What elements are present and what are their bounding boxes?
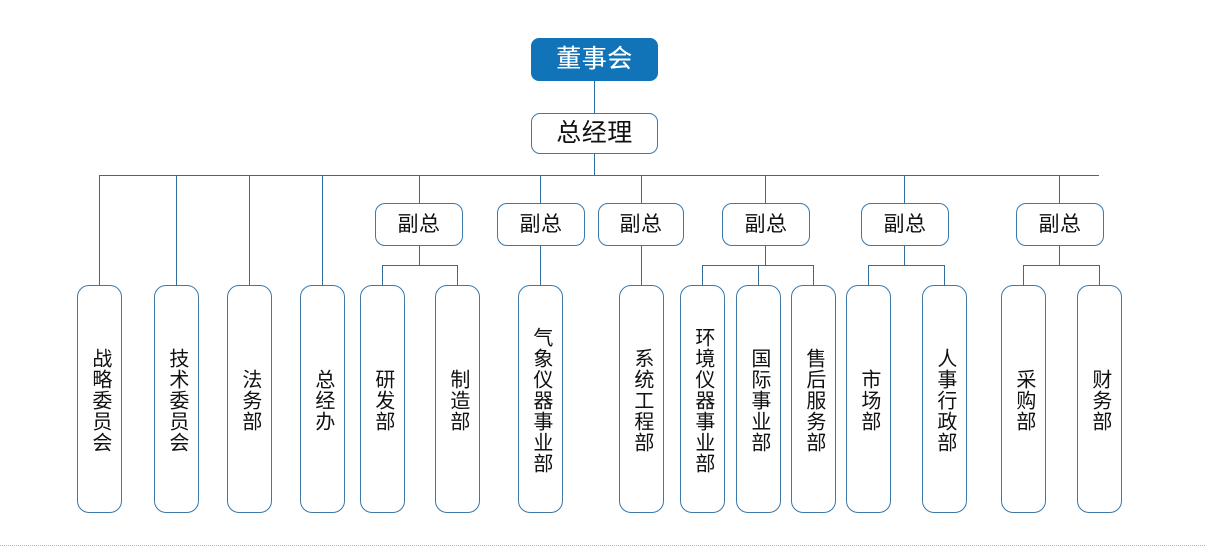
node-vice-president-6[interactable]: 副总 bbox=[1016, 203, 1104, 246]
node-label: 财务部 bbox=[1088, 368, 1111, 432]
node-label: 研发部 bbox=[371, 368, 394, 432]
node-label: 副总 bbox=[519, 212, 563, 237]
node-board-of-directors[interactable]: 董事会 bbox=[531, 38, 658, 81]
connector-vp3-stem bbox=[641, 246, 642, 285]
node-label: 战略委员会 bbox=[88, 347, 111, 453]
connector-vp6-drop-2 bbox=[1099, 265, 1100, 285]
connector-vp6-drop-1 bbox=[1023, 265, 1024, 285]
node-vice-president-5[interactable]: 副总 bbox=[861, 203, 949, 246]
connector-vp5-stem bbox=[904, 246, 905, 265]
node-label: 国际事业部 bbox=[747, 347, 770, 453]
node-gm-office[interactable]: 总经办 bbox=[300, 285, 345, 513]
node-label: 市场部 bbox=[857, 368, 880, 432]
node-label: 人事行政部 bbox=[933, 347, 956, 453]
connector-vp4-drop-1 bbox=[702, 265, 703, 285]
node-label: 法务部 bbox=[238, 368, 261, 432]
connector-bus-to-vp-5 bbox=[904, 175, 905, 203]
node-label: 气象仪器事业部 bbox=[529, 326, 552, 474]
node-technology-committee[interactable]: 技术委员会 bbox=[154, 285, 199, 513]
node-label: 系统工程部 bbox=[630, 347, 653, 453]
node-after-sales-service-department[interactable]: 售后服务部 bbox=[791, 285, 836, 513]
connector-bus-to-vp-4 bbox=[765, 175, 766, 203]
node-label: 总经办 bbox=[311, 368, 334, 432]
node-label: 技术委员会 bbox=[165, 347, 188, 453]
connector-vp4-drop-3 bbox=[813, 265, 814, 285]
node-strategy-committee[interactable]: 战略委员会 bbox=[77, 285, 122, 513]
node-legal-department[interactable]: 法务部 bbox=[227, 285, 272, 513]
connector-vp5-drop-1 bbox=[868, 265, 869, 285]
connector-bus-to-staff-3 bbox=[249, 175, 250, 285]
connector-vp4-drop-2 bbox=[758, 265, 759, 285]
node-vice-president-3[interactable]: 副总 bbox=[598, 203, 684, 246]
connector-vp6-bar bbox=[1023, 265, 1099, 266]
node-procurement-department[interactable]: 采购部 bbox=[1001, 285, 1046, 513]
connector-vp1-stem bbox=[419, 246, 420, 265]
connector-main-bus bbox=[99, 175, 1099, 176]
connector-bus-to-vp-1 bbox=[419, 175, 420, 203]
node-general-manager[interactable]: 总经理 bbox=[531, 113, 658, 154]
node-label: 副总 bbox=[1038, 212, 1082, 237]
node-rnd-department[interactable]: 研发部 bbox=[360, 285, 405, 513]
node-label: 副总 bbox=[883, 212, 927, 237]
node-environmental-instruments-division[interactable]: 环境仪器事业部 bbox=[680, 285, 725, 513]
node-label: 总经理 bbox=[556, 120, 633, 147]
node-label: 售后服务部 bbox=[802, 347, 825, 453]
connector-vp6-stem bbox=[1059, 246, 1060, 265]
node-meteorological-instruments-division[interactable]: 气象仪器事业部 bbox=[518, 285, 563, 513]
connector-vp5-drop-2 bbox=[944, 265, 945, 285]
connector-vp1-drop-2 bbox=[457, 265, 458, 285]
node-system-engineering-department[interactable]: 系统工程部 bbox=[619, 285, 664, 513]
connector-bus-to-staff-1 bbox=[99, 175, 100, 285]
connector-bus-to-vp-3 bbox=[641, 175, 642, 203]
connector-vp2-stem bbox=[540, 246, 541, 285]
connector-vp4-bar bbox=[702, 265, 813, 266]
connector-bus-to-vp-2 bbox=[540, 175, 541, 203]
connector-root-to-gm bbox=[594, 81, 595, 113]
node-label: 制造部 bbox=[446, 368, 469, 432]
node-international-business-division[interactable]: 国际事业部 bbox=[736, 285, 781, 513]
page-bottom-rule bbox=[0, 545, 1205, 546]
connector-vp5-bar bbox=[868, 265, 944, 266]
connector-bus-to-staff-4 bbox=[322, 175, 323, 285]
connector-bus-to-staff-2 bbox=[176, 175, 177, 285]
node-manufacturing-department[interactable]: 制造部 bbox=[435, 285, 480, 513]
node-label: 环境仪器事业部 bbox=[691, 326, 714, 474]
node-finance-department[interactable]: 财务部 bbox=[1077, 285, 1122, 513]
connector-vp1-drop-1 bbox=[382, 265, 383, 285]
node-vice-president-2[interactable]: 副总 bbox=[497, 203, 585, 246]
node-label: 董事会 bbox=[556, 46, 633, 73]
node-label: 副总 bbox=[744, 212, 788, 237]
connector-vp4-stem bbox=[765, 246, 766, 265]
node-label: 副总 bbox=[397, 212, 441, 237]
connector-gm-to-bus bbox=[594, 154, 595, 175]
connector-bus-to-vp-6 bbox=[1059, 175, 1060, 203]
node-label: 采购部 bbox=[1012, 368, 1035, 432]
node-vice-president-4[interactable]: 副总 bbox=[722, 203, 810, 246]
node-hr-administration-department[interactable]: 人事行政部 bbox=[922, 285, 967, 513]
node-vice-president-1[interactable]: 副总 bbox=[375, 203, 463, 246]
node-label: 副总 bbox=[619, 212, 663, 237]
node-marketing-department[interactable]: 市场部 bbox=[846, 285, 891, 513]
connector-vp1-bar bbox=[382, 265, 457, 266]
